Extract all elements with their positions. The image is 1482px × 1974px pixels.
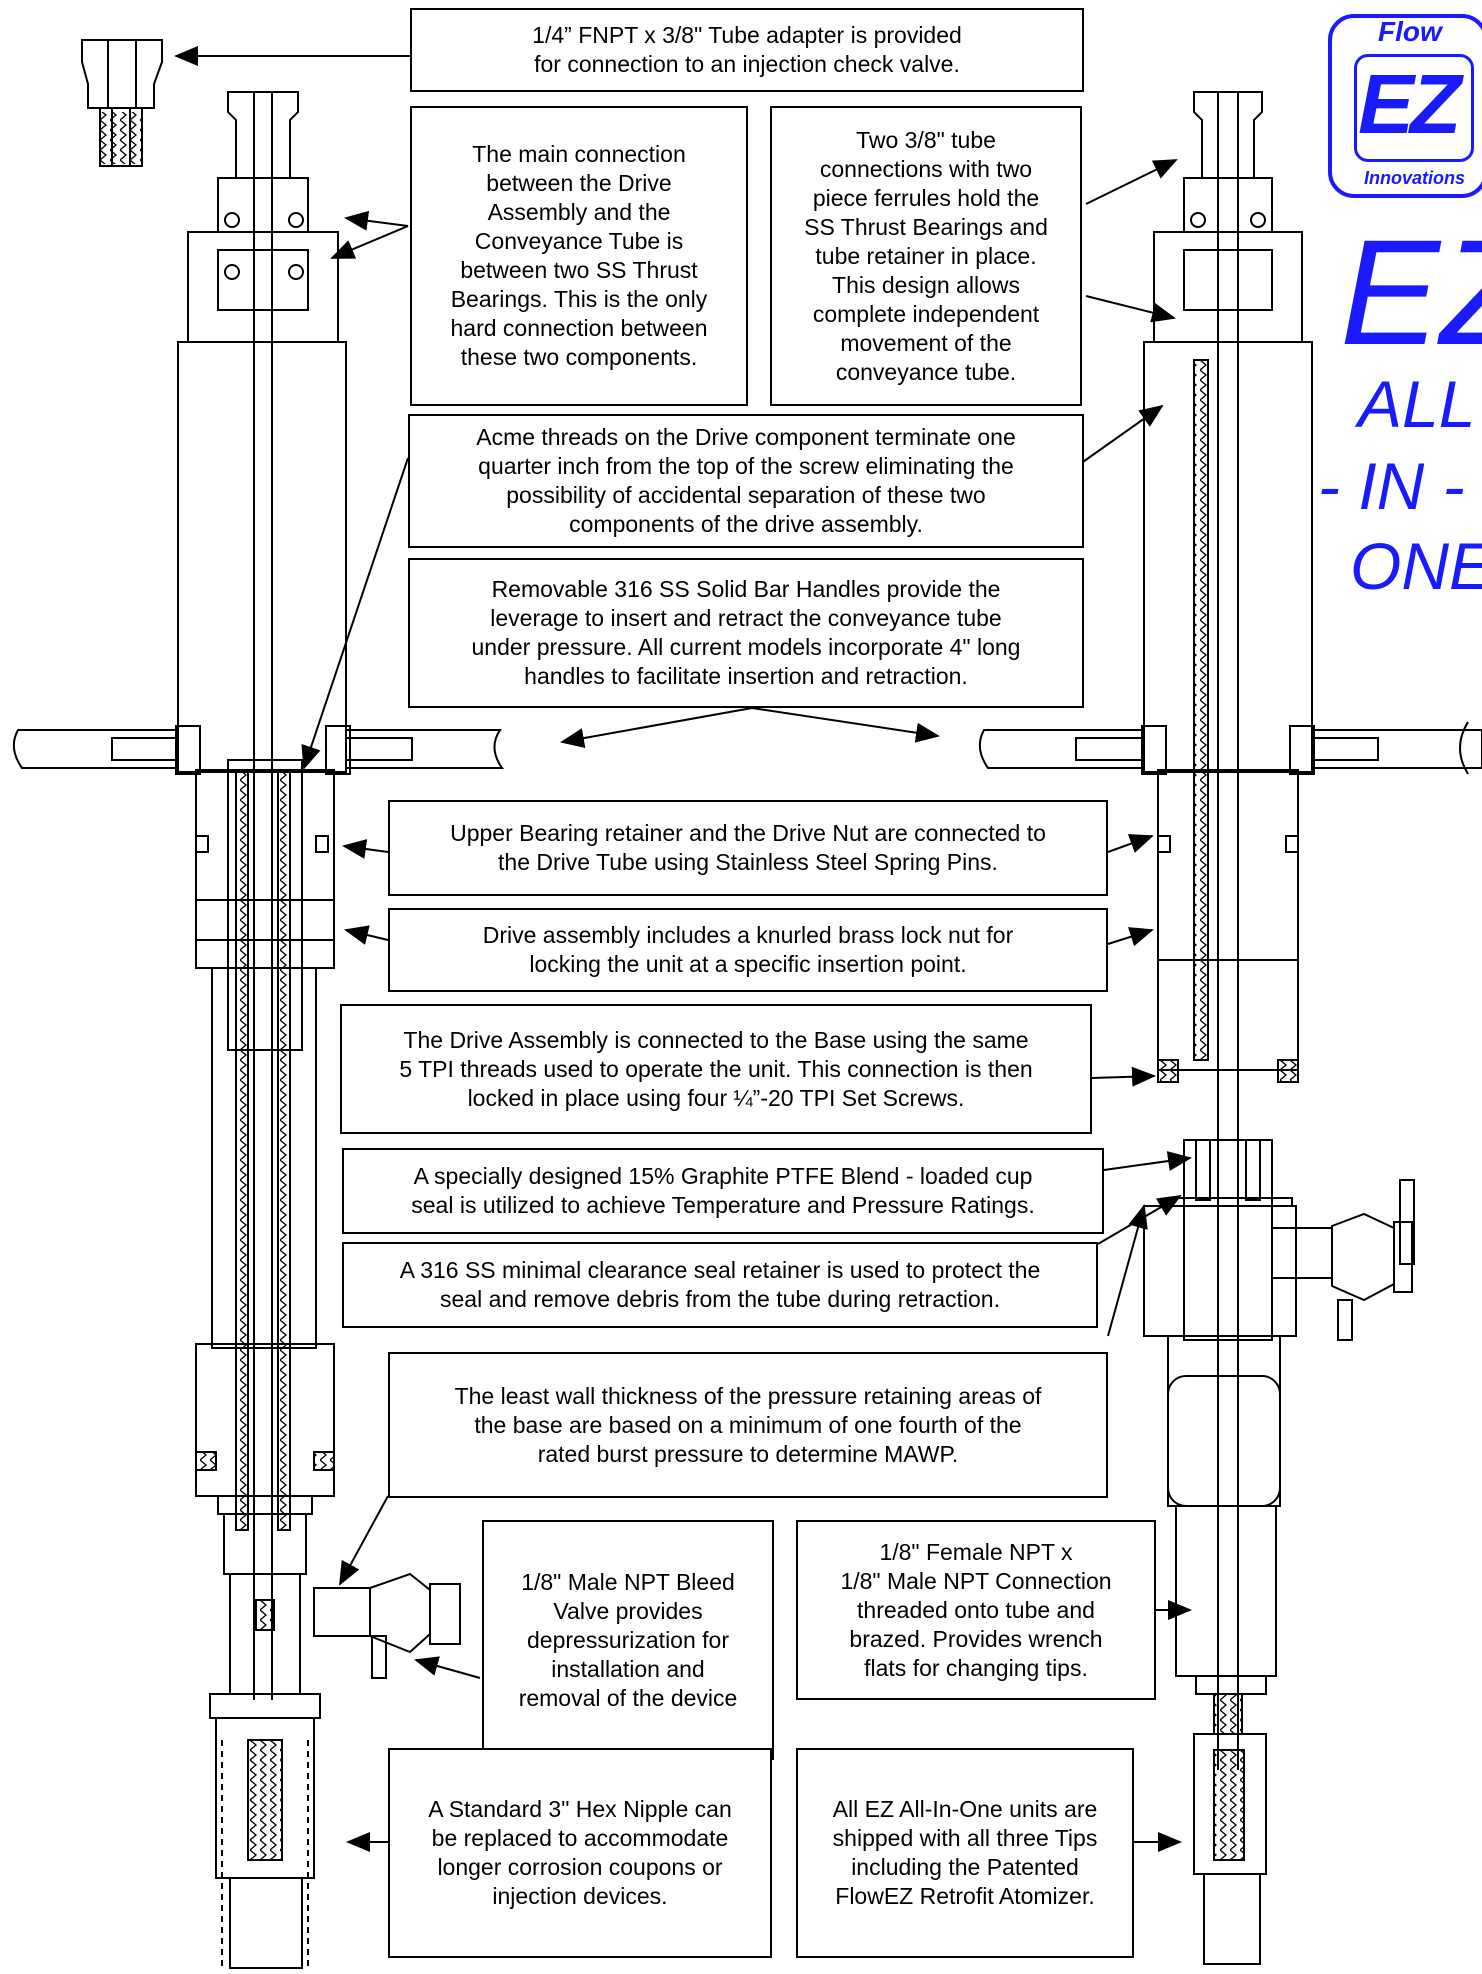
callout-hex-nipple: A Standard 3" Hex Nipple can be replaced… xyxy=(388,1748,772,1958)
callout-seal-retainer: A 316 SS minimal clearance seal retainer… xyxy=(342,1242,1098,1328)
flowez-logo: Flow EZ Innovations xyxy=(1328,14,1482,198)
tube-adapter xyxy=(81,39,163,167)
callout-drive-base: The Drive Assembly is connected to the B… xyxy=(340,1004,1092,1134)
brand-title: EZ xyxy=(1340,208,1482,376)
callout-acme-threads: Acme threads on the Drive component term… xyxy=(408,414,1084,548)
brand-line-all: ALL xyxy=(1358,367,1476,441)
callout-tips: All EZ All-In-One units are shipped with… xyxy=(796,1748,1134,1958)
callout-handles: Removable 316 SS Solid Bar Handles provi… xyxy=(408,558,1084,708)
callout-tube-connections: Two 3/8" tube connections with two piece… xyxy=(770,106,1082,406)
callout-lock-nut: Drive assembly includes a knurled brass … xyxy=(388,908,1108,992)
callout-npt-connection: 1/8" Female NPT x 1/8" Male NPT Connecti… xyxy=(796,1520,1156,1700)
logo-innovations-text: Innovations xyxy=(1364,168,1466,188)
callout-cup-seal: A specially designed 15% Graphite PTFE B… xyxy=(342,1148,1104,1234)
callout-adapter: 1/4” FNPT x 3/8" Tube adapter is provide… xyxy=(410,8,1084,92)
right-assembly xyxy=(978,91,1482,1965)
logo-flow-text: Flow xyxy=(1378,16,1442,47)
brand-line-one: ONE xyxy=(1350,529,1482,603)
brand-line-in: - IN - xyxy=(1318,449,1465,523)
callout-bleed-valve: 1/8" Male NPT Bleed Valve provides depre… xyxy=(482,1520,774,1760)
callout-wall-thickness: The least wall thickness of the pressure… xyxy=(388,1352,1108,1498)
leader-arrows xyxy=(174,46,1192,1852)
callout-main-connection: The main connection between the Drive As… xyxy=(410,106,748,406)
logo-inner-frame xyxy=(1354,54,1474,162)
logo-ez-letters: EZ xyxy=(1358,57,1461,151)
callout-bearing-retainer: Upper Bearing retainer and the Drive Nut… xyxy=(388,800,1108,896)
left-assembly xyxy=(12,91,504,1970)
